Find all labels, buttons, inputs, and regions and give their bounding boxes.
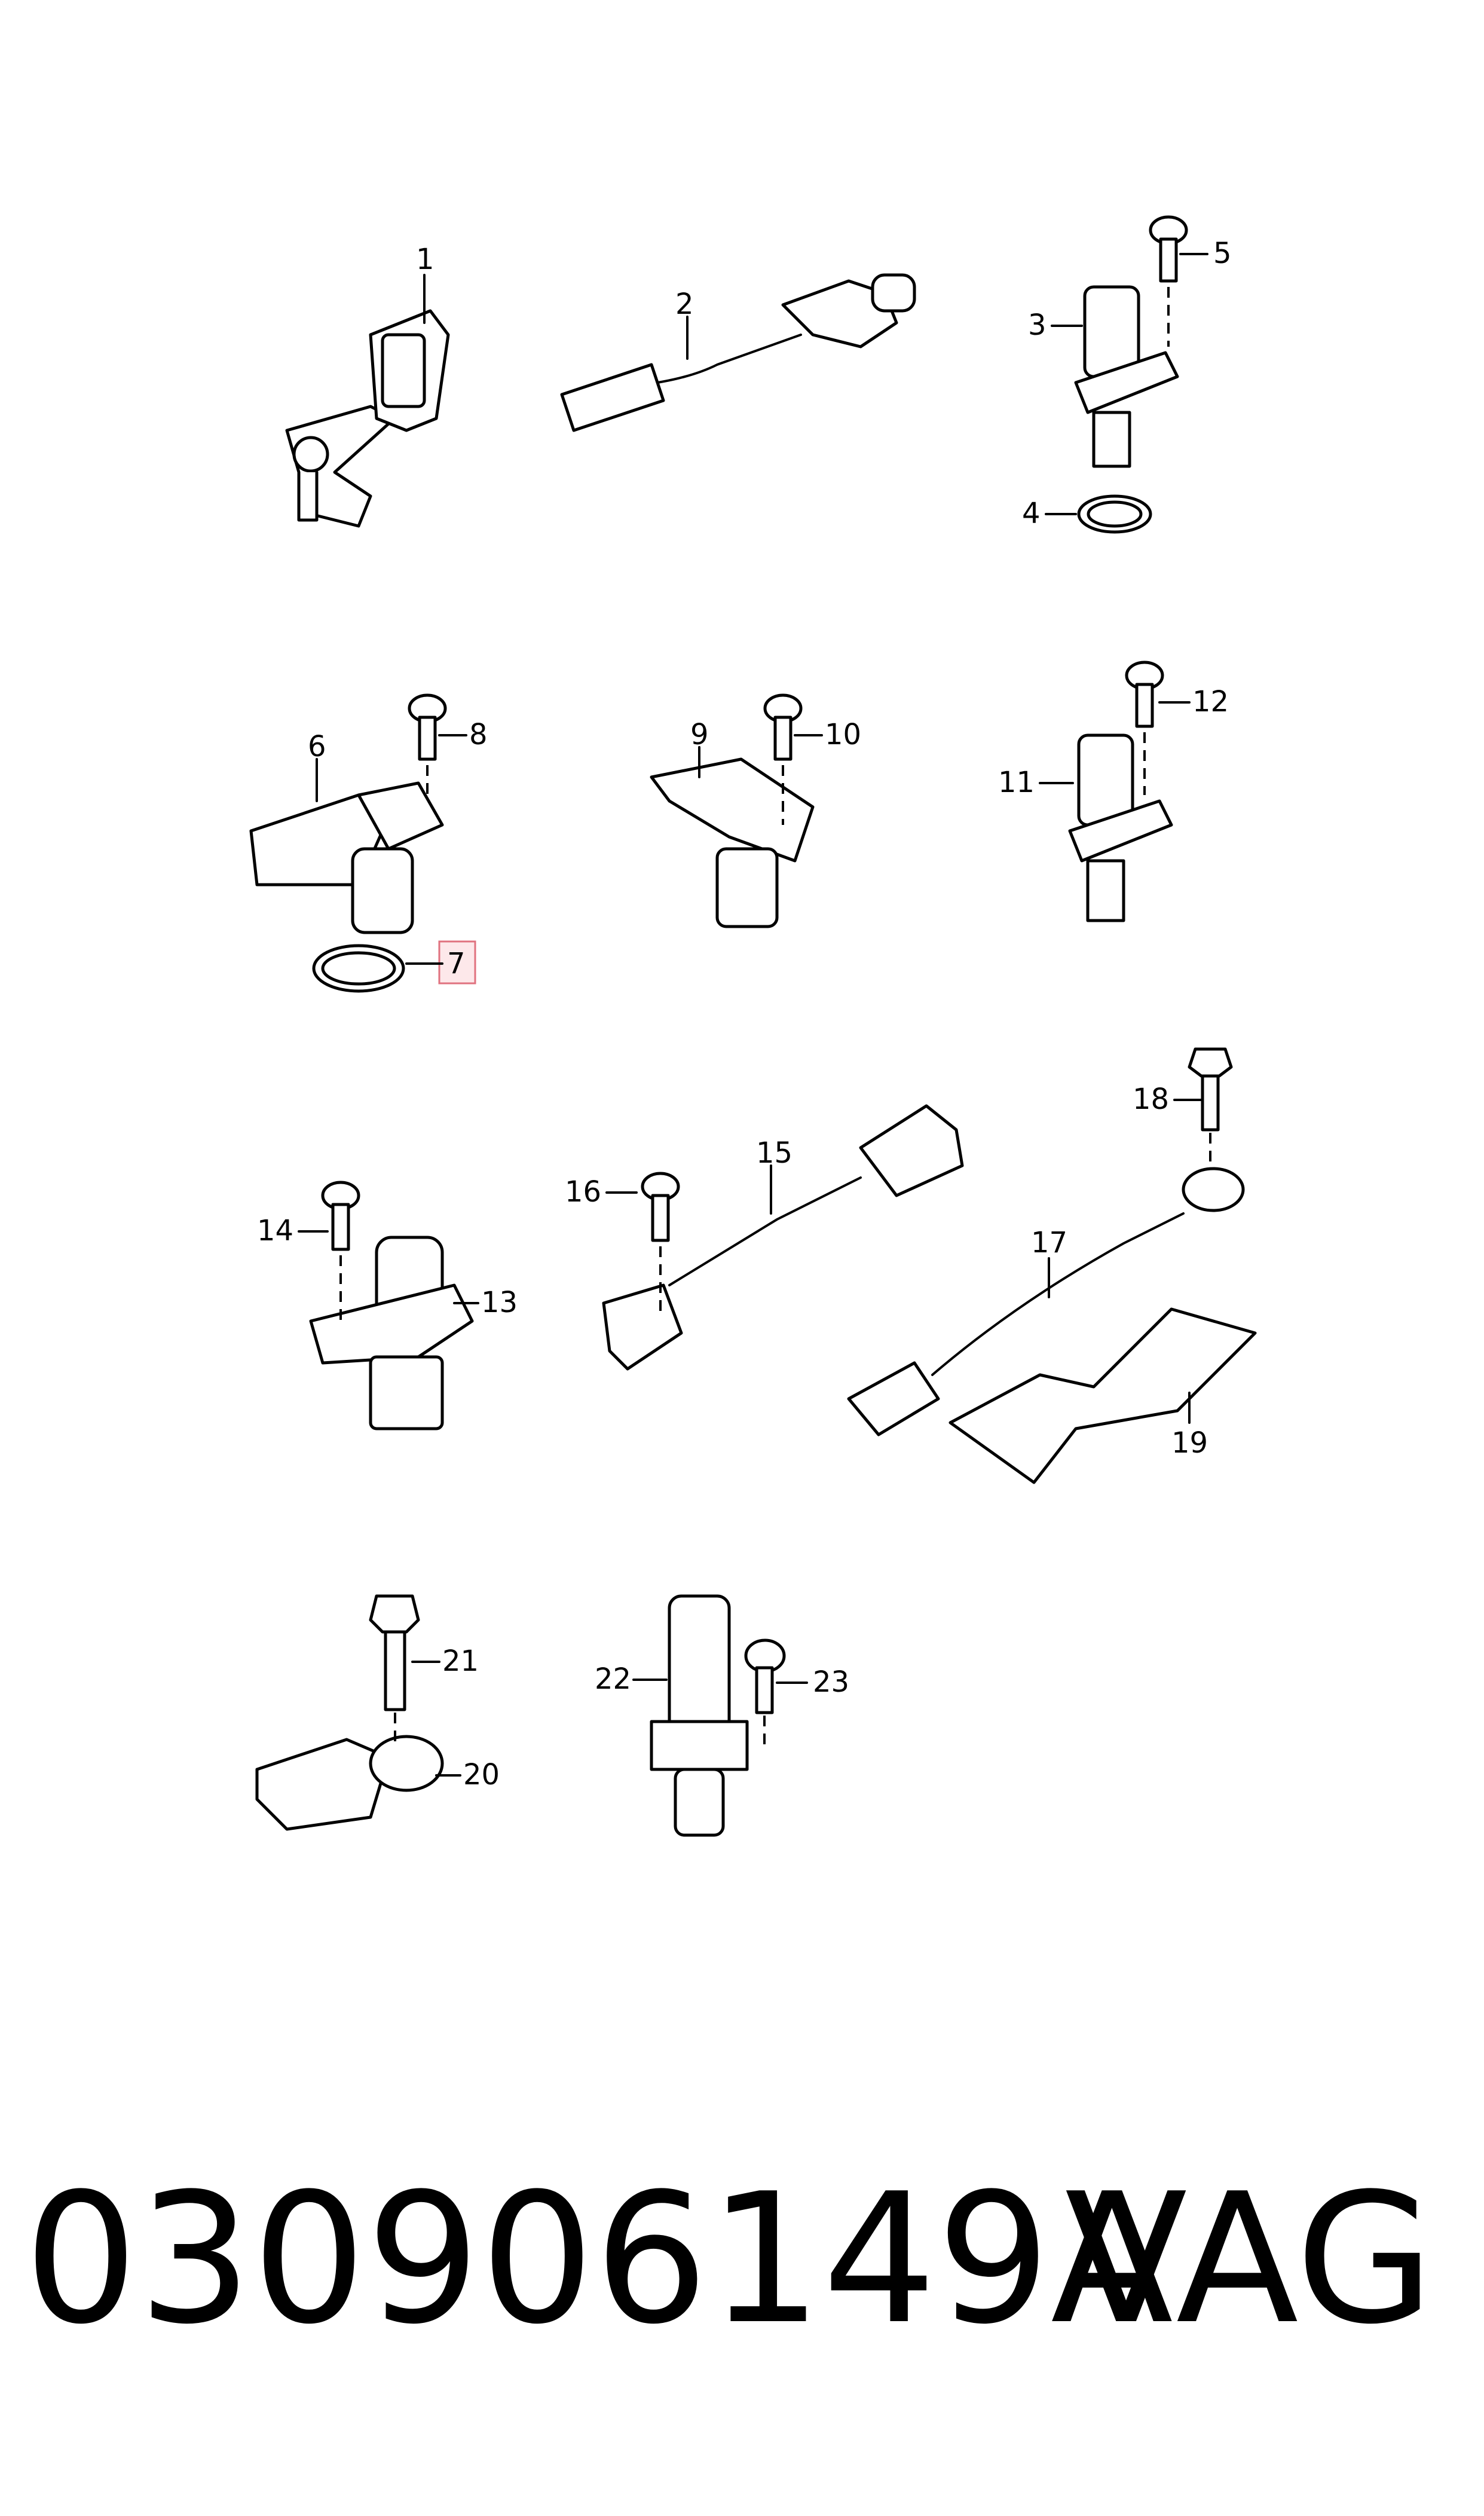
callout-5: 5 <box>1213 237 1232 270</box>
part-15-wired-sensor: 15 <box>602 1104 964 1371</box>
part-20-sensor: 20 <box>255 1735 500 1831</box>
part-18-bolt: 18 <box>1133 1047 1233 1166</box>
callout-22: 22 <box>595 1662 631 1696</box>
part-10-bolt: 10 <box>763 693 861 825</box>
callout-7: 7 <box>447 947 466 980</box>
callout-14: 14 <box>257 1214 293 1248</box>
part-17-knock-sensor: 17 <box>847 1167 1245 1436</box>
callout-4: 4 <box>1022 497 1041 530</box>
part-8-bolt: 8 <box>408 693 488 795</box>
callout-21: 21 <box>442 1644 479 1678</box>
callout-13: 13 <box>481 1286 518 1319</box>
part-23-bolt: 23 <box>744 1638 849 1751</box>
part-number: 030906149A <box>24 2155 1174 2364</box>
callout-16: 16 <box>565 1175 601 1209</box>
part-6-sensor: 6 <box>249 730 444 934</box>
part-7-o-ring: 7 <box>312 940 476 993</box>
footer: 030906149A VAG <box>24 2164 1458 2355</box>
callout-12: 12 <box>1192 685 1229 719</box>
part-11-sensor: 11 <box>998 733 1173 922</box>
part-5-bolt: 5 <box>1149 215 1232 347</box>
part-22-solenoid: 22 <box>595 1594 749 1837</box>
callout-6: 6 <box>308 730 326 763</box>
callout-1: 1 <box>416 243 435 276</box>
part-4-o-ring: 4 <box>1022 494 1152 534</box>
callout-3: 3 <box>1028 308 1047 342</box>
part-3-sensor: 3 <box>1028 285 1179 468</box>
part-21-bolt: 21 <box>369 1594 479 1745</box>
part-2-wired-sensor: 2 <box>560 273 916 432</box>
callout-10: 10 <box>825 718 861 751</box>
part-14-bolt: 14 <box>257 1181 360 1327</box>
callout-2: 2 <box>675 288 694 321</box>
callout-17: 17 <box>1031 1226 1067 1259</box>
part-12-bolt: 12 <box>1125 661 1229 795</box>
part-13-sensor: 13 <box>309 1236 518 1430</box>
part-19-shield-plate: 19 <box>948 1307 1257 1484</box>
part-9-sensor: 9 <box>650 718 815 928</box>
brand-name: VAG <box>1064 2155 1434 2364</box>
callout-23: 23 <box>813 1665 849 1699</box>
callout-11: 11 <box>998 766 1035 799</box>
callout-20: 20 <box>463 1758 500 1792</box>
parts-diagram: 1 2 3 4 5 6 <box>249 215 1257 1837</box>
callout-9: 9 <box>690 718 709 751</box>
callout-15: 15 <box>756 1136 793 1170</box>
callout-19: 19 <box>1171 1426 1208 1460</box>
part-1-sensor-bracket: 1 <box>285 243 450 528</box>
callout-8: 8 <box>469 718 488 751</box>
callout-18: 18 <box>1133 1083 1169 1116</box>
part-16-bolt: 16 <box>565 1172 680 1315</box>
